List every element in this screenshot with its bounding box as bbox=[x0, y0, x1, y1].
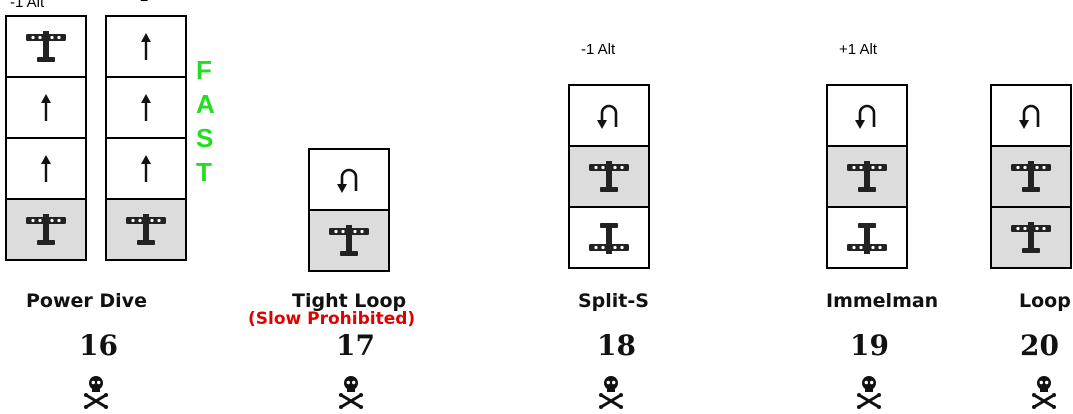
maneuver-name: Loop bbox=[1019, 290, 1071, 312]
loop-arrow-icon bbox=[852, 101, 882, 131]
maneuver-number: 18 bbox=[597, 329, 636, 362]
fast-letter: F bbox=[196, 55, 212, 85]
grid-cell bbox=[568, 84, 650, 147]
grid-cell bbox=[826, 84, 908, 147]
biplane-icon bbox=[587, 159, 631, 195]
alt-modifier: +1 Alt bbox=[839, 41, 877, 58]
biplane-icon bbox=[24, 29, 68, 65]
up-arrow-icon bbox=[136, 154, 156, 184]
biplane-icon bbox=[1009, 159, 1053, 195]
grid-cell bbox=[5, 76, 87, 139]
grid-cell bbox=[308, 148, 390, 211]
up-arrow-icon bbox=[136, 93, 156, 123]
skull-crossbones-icon bbox=[1031, 374, 1057, 410]
biplane-icon bbox=[124, 212, 168, 248]
biplane-icon bbox=[24, 212, 68, 248]
maneuver-grid bbox=[568, 84, 650, 269]
fast-letter: S bbox=[196, 123, 214, 153]
grid-cell-start bbox=[308, 209, 390, 272]
grid-cell bbox=[990, 145, 1072, 208]
fast-letter: A bbox=[196, 89, 215, 119]
loop-arrow-icon bbox=[334, 165, 364, 195]
grid-cell-start bbox=[826, 206, 908, 269]
grid-cell-start bbox=[105, 198, 187, 261]
maneuver-name: Split-S bbox=[578, 290, 649, 312]
maneuver-number: 19 bbox=[850, 329, 889, 362]
loop-arrow-icon bbox=[1016, 101, 1046, 131]
maneuver-grid-right bbox=[105, 15, 187, 261]
maneuver-grid bbox=[308, 148, 390, 272]
biplane-icon bbox=[845, 159, 889, 195]
grid-cell bbox=[5, 15, 87, 78]
biplane-icon bbox=[327, 223, 371, 259]
maneuver-number: 20 bbox=[1020, 329, 1059, 362]
grid-cell bbox=[826, 145, 908, 208]
maneuver-number: 17 bbox=[336, 329, 375, 362]
grid-cell bbox=[990, 84, 1072, 147]
grid-cell bbox=[568, 145, 650, 208]
maneuver-grid bbox=[990, 84, 1072, 269]
up-arrow-icon bbox=[36, 154, 56, 184]
maneuver-number: 16 bbox=[79, 329, 118, 362]
up-arrow-icon bbox=[36, 93, 56, 123]
skull-crossbones-icon bbox=[83, 374, 109, 410]
grid-cell bbox=[105, 76, 187, 139]
maneuver-name: Power Dive bbox=[26, 290, 147, 312]
skull-crossbones-icon bbox=[598, 374, 624, 410]
grid-cell-start bbox=[5, 198, 87, 261]
restriction-note: (Slow Prohibited) bbox=[248, 309, 416, 329]
maneuver-grid-left bbox=[5, 15, 87, 261]
alt-modifier-left: -1 Alt bbox=[10, 0, 45, 11]
grid-cell bbox=[105, 137, 187, 200]
maneuver-name: Immelman bbox=[826, 290, 939, 312]
biplane-inverted-icon bbox=[845, 220, 889, 256]
loop-arrow-icon bbox=[594, 101, 624, 131]
biplane-icon bbox=[1009, 220, 1053, 256]
up-arrow-icon bbox=[136, 32, 156, 62]
fast-letter: T bbox=[196, 157, 212, 187]
alt-modifier: -1 Alt bbox=[581, 41, 616, 58]
grid-cell-start bbox=[568, 206, 650, 269]
maneuver-grid bbox=[826, 84, 908, 269]
skull-crossbones-icon bbox=[856, 374, 882, 410]
grid-cell bbox=[5, 137, 87, 200]
biplane-inverted-icon bbox=[587, 220, 631, 256]
alt-modifier-right: 2 bbox=[140, 0, 148, 5]
grid-cell bbox=[105, 15, 187, 78]
grid-cell-start bbox=[990, 206, 1072, 269]
maneuver-name: Tight Loop bbox=[292, 290, 407, 312]
skull-crossbones-icon bbox=[338, 374, 364, 410]
